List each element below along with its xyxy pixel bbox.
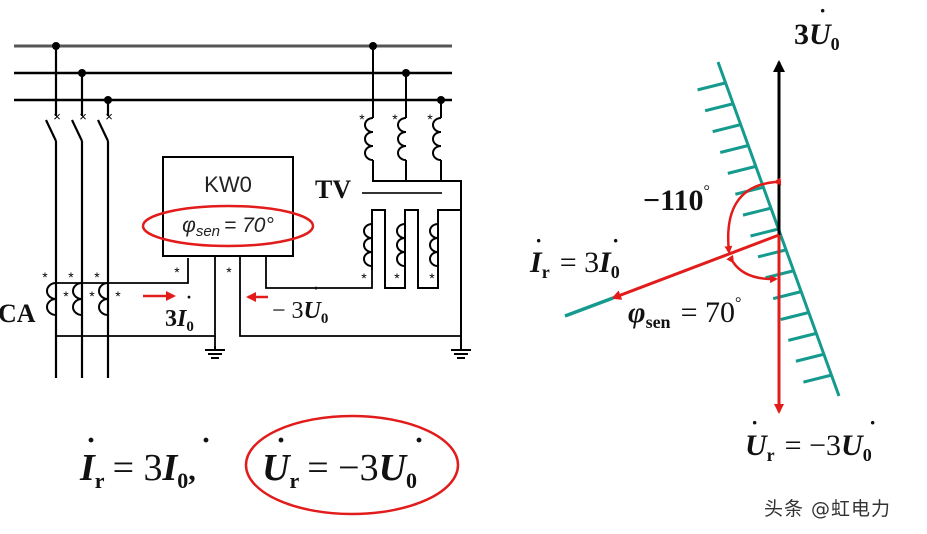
svg-text:·: · — [201, 424, 211, 457]
equation-right: Ur= −3U0 — [262, 447, 417, 493]
watermark: 头条 @虹电力 — [764, 498, 892, 520]
boundary-hatching — [697, 81, 832, 384]
ct-coils — [46, 282, 109, 316]
svg-text:·: · — [276, 424, 286, 457]
hatch-mark — [697, 81, 726, 92]
busbars — [14, 44, 452, 102]
label-phi-sen: φsen= 70° — [628, 295, 741, 332]
svg-text:·: · — [819, 0, 826, 23]
relay-polarity-marks: * * — [174, 264, 232, 280]
svg-text:*: * — [392, 111, 398, 127]
hatch-mark — [757, 248, 787, 259]
label-Ur: Ur= −3U0 — [745, 429, 872, 465]
svg-text:·: · — [751, 410, 758, 435]
hatch-mark — [772, 290, 802, 301]
ct-polarity-marks: * * * * * * — [42, 269, 121, 304]
label-Ir: Ir= 3I0 — [529, 246, 620, 282]
breaker-marks: × × × — [53, 109, 113, 124]
equation-left: Ir= 3I0, — [79, 447, 196, 493]
svg-text:*: * — [115, 288, 121, 304]
svg-text:·: · — [612, 228, 619, 253]
svg-text:*: * — [359, 111, 365, 127]
breaker-blade-b — [71, 119, 83, 142]
hatch-mark — [750, 227, 779, 238]
relay-setting-highlight — [141, 204, 315, 248]
svg-text:·: · — [414, 424, 424, 457]
tv-secondary-marks: * * * — [361, 270, 435, 286]
svg-text:·: · — [535, 228, 542, 253]
current-phasor-Ir — [611, 233, 780, 300]
svg-text:×: × — [53, 109, 61, 124]
hatch-mark — [795, 352, 825, 363]
breakers — [45, 46, 110, 378]
tv-secondary — [363, 209, 461, 289]
angle-arc-110 — [724, 177, 782, 254]
relay-setting: φsen= 70° — [182, 214, 274, 240]
tv-primary-marks: * * * — [359, 111, 433, 127]
hatch-mark — [704, 102, 734, 113]
label-neg-110: −110° — [643, 183, 710, 217]
hatch-mark — [719, 144, 749, 154]
hatch-mark — [780, 311, 810, 321]
relay-name: KW0 — [204, 172, 252, 197]
svg-text:×: × — [79, 109, 87, 124]
svg-text:·: · — [869, 410, 876, 435]
svg-text:*: * — [429, 270, 435, 286]
svg-text:*: * — [427, 111, 433, 127]
svg-text:*: * — [394, 270, 400, 286]
svg-text:·: · — [86, 424, 96, 457]
voltage-dot: · — [313, 278, 319, 298]
svg-text:×: × — [105, 109, 113, 124]
svg-text:*: * — [174, 264, 180, 280]
breaker-blade-c — [97, 119, 109, 142]
svg-text:*: * — [361, 270, 367, 286]
voltage-label: − 3U0 — [272, 298, 328, 327]
hatch-mark — [727, 164, 757, 175]
label-3U0: 3U0 — [794, 18, 840, 54]
current-label: 3I0 — [165, 306, 194, 335]
svg-text:*: * — [68, 269, 74, 285]
ct-secondary-wiring — [56, 255, 216, 346]
phasor-diagram: 3U0 · −110° Ir= 3I0 · · φsen= 70° Ur= −3… — [529, 0, 876, 465]
tv-label: TV — [315, 175, 351, 204]
svg-text:*: * — [89, 288, 95, 304]
svg-text:*: * — [94, 269, 100, 285]
svg-text:*: * — [226, 264, 232, 280]
equation-highlight — [244, 414, 460, 516]
tv-primary — [364, 46, 462, 183]
ct-label: CA — [0, 299, 36, 328]
hatch-mark — [787, 331, 817, 342]
boundary-extension — [564, 296, 614, 318]
hatch-mark — [712, 123, 742, 134]
equation: Ir= 3I0, · · Ur= −3U0 · · — [79, 414, 460, 516]
svg-text:*: * — [42, 269, 48, 285]
angle-arc-70 — [726, 254, 778, 284]
breaker-blade-a — [45, 119, 57, 142]
hatch-mark — [742, 206, 772, 217]
current-dot: · — [186, 287, 192, 307]
relay-voltage-wiring — [239, 256, 461, 337]
svg-text:*: * — [63, 288, 69, 304]
ground-symbol-relay — [205, 346, 225, 359]
hatch-mark — [803, 373, 832, 384]
